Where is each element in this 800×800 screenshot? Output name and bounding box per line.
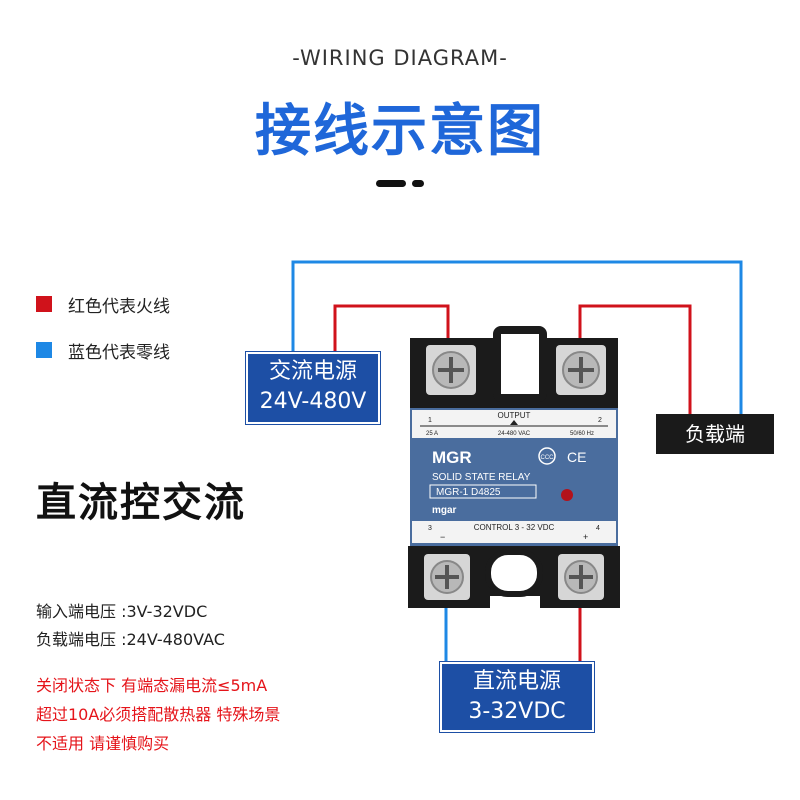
ac-source-label: 交流电源 24V-480V: [246, 352, 380, 424]
title-divider-long: [376, 180, 406, 187]
terminal-4-label: 4: [596, 525, 600, 532]
warning-note-1: 关闭状态下 有端态漏电流≤5mA: [36, 676, 268, 695]
load-voltage-spec: 负载端电压 :24V-480VAC: [36, 630, 225, 649]
frequency-label: 50/60 Hz: [570, 431, 594, 437]
screw-terminal-4: [558, 554, 604, 600]
diagram-title: 接线示意图: [255, 99, 545, 164]
diagram-subtitle: -WIRING DIAGRAM-: [292, 46, 508, 70]
terminal-1-label: 1: [428, 417, 432, 424]
terminal-2-label: 2: [598, 417, 602, 424]
output-label: OUTPUT: [498, 411, 531, 420]
dc-source-title: 直流电源: [472, 669, 561, 694]
maker-label: mgar: [432, 505, 457, 516]
title-divider-short: [412, 180, 424, 187]
status-led-icon: [561, 489, 573, 501]
control-label: CONTROL 3 - 32 VDC: [474, 523, 555, 532]
load-label: 负载端: [656, 414, 774, 454]
dc-source-range: 3-32VDC: [468, 699, 566, 724]
warning-note-2: 超过10A必须搭配散热器 特殊场景: [36, 705, 281, 724]
screw-terminal-1: [426, 345, 476, 395]
legend-label-neutral: 蓝色代表零线: [68, 342, 170, 363]
ccc-label: CCC: [541, 455, 555, 461]
red-wire-load: [578, 304, 692, 414]
blue-swatch-icon: [36, 342, 52, 358]
relay-type-label: SOLID STATE RELAY: [432, 472, 531, 483]
red-swatch-icon: [36, 296, 52, 312]
legend-item-live: 红色代表火线: [36, 292, 170, 317]
input-voltage-spec: 输入端电压 :3V-32VDC: [36, 602, 208, 621]
ce-mark-label: CE: [567, 449, 586, 465]
ac-source-range: 24V-480V: [259, 389, 367, 414]
warning-note-3: 不适用 请谨慎购买: [36, 734, 170, 753]
terminal-3-label: 3: [428, 525, 432, 532]
plus-label: +: [583, 532, 588, 542]
voltage-label: 24-480 VAC: [498, 431, 531, 437]
red-wire-ac: [333, 304, 450, 362]
output-arrow-icon: [510, 420, 518, 425]
legend-item-neutral: 蓝色代表零线: [36, 338, 170, 363]
legend-label-live: 红色代表火线: [68, 296, 170, 317]
brand-label: MGR: [432, 448, 472, 467]
screw-terminal-2: [556, 345, 606, 395]
blue-wire-ac: [291, 260, 743, 414]
ac-source-title: 交流电源: [268, 359, 357, 384]
current-label: 25 A: [426, 431, 438, 437]
ccc-mark-icon: [538, 447, 556, 465]
dc-source-label: 直流电源 3-32VDC: [440, 662, 594, 732]
screw-terminal-3: [424, 554, 470, 600]
solid-state-relay: 1 2 OUTPUT 25 A 24-480 VAC 50/60 Hz MGR …: [408, 326, 620, 608]
model-label: MGR-1 D4825: [436, 487, 501, 498]
minus-label: −: [440, 532, 445, 542]
mode-heading: 直流控交流: [36, 480, 246, 526]
